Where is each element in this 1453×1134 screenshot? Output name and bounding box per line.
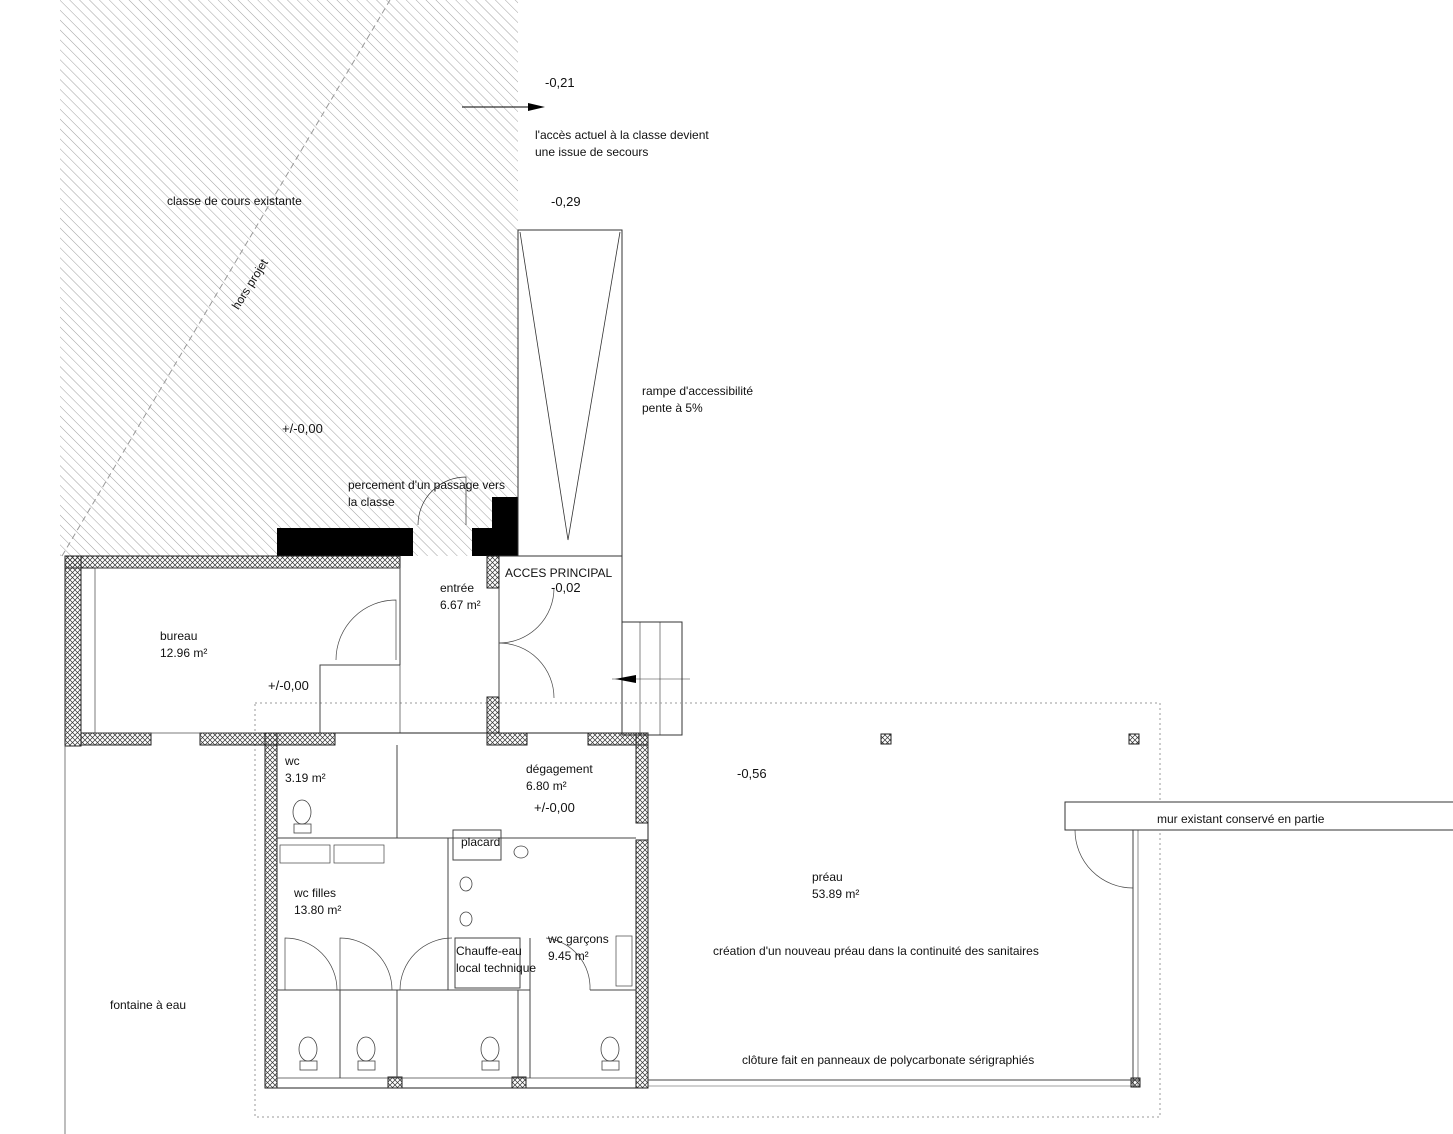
wall-block xyxy=(492,497,520,556)
preau-creation-note: création d'un nouveau préau dans la cont… xyxy=(713,944,1039,958)
room-area-bureau: 12.96 m² xyxy=(160,646,208,660)
room-name-placard: placard xyxy=(461,835,501,849)
level-label: -0,21 xyxy=(545,75,575,90)
preau-outline xyxy=(254,702,1161,1118)
level-label: +/-0,00 xyxy=(534,800,575,815)
room-name-bureau: bureau xyxy=(160,629,198,643)
level-label: -0,02 xyxy=(551,580,581,595)
level-label: -0,56 xyxy=(737,766,767,781)
ramp xyxy=(517,229,623,557)
room-name-degagement: dégagement xyxy=(526,762,593,776)
toilets xyxy=(292,799,620,1071)
acces-principal-label: ACCES PRINCIPAL xyxy=(505,566,613,580)
level-label: +/-0,00 xyxy=(282,421,323,436)
existing-classroom xyxy=(60,0,518,556)
existing-wall-note: mur existant conservé en partie xyxy=(1157,812,1325,826)
existing-wall xyxy=(1064,801,1453,831)
level-label: -0,29 xyxy=(551,194,581,209)
room-name-entree: entrée xyxy=(440,581,475,595)
wall-block xyxy=(277,528,413,556)
classroom-label: classe de cours existante xyxy=(167,194,302,208)
room-area-preau: 53.89 m² xyxy=(812,887,860,901)
fontaine-label: fontaine à eau xyxy=(110,998,187,1012)
room-sub-chauffe-eau: local technique xyxy=(456,961,537,975)
ramp-note-line2: pente à 5% xyxy=(642,401,703,415)
room-area-entree: 6.67 m² xyxy=(440,598,481,612)
hors-projet-line xyxy=(61,0,391,557)
room-name-wc: wc xyxy=(285,754,300,768)
cloture-note: clôture fait en panneaux de polycarbonat… xyxy=(742,1053,1035,1067)
room-name-wc-garcons: wc garçons xyxy=(548,932,609,946)
room-name-chauffe-eau: Chauffe-eau xyxy=(456,944,522,958)
column xyxy=(880,733,892,745)
level-label: +/-0,00 xyxy=(268,678,309,693)
room-name-preau: préau xyxy=(812,870,843,884)
percement-note-line1: percement d'un passage vers xyxy=(348,478,506,492)
room-name-wc-filles: wc filles xyxy=(294,886,337,900)
room-area-wc-filles: 13.80 m² xyxy=(294,903,342,917)
percement-note-line2: la classe xyxy=(348,495,395,509)
note-issue-line2: une issue de secours xyxy=(535,145,649,159)
room-area-wc: 3.19 m² xyxy=(285,771,326,785)
room-area-degagement: 6.80 m² xyxy=(526,779,567,793)
note-issue-line1: l'accès actuel à la classe devient xyxy=(535,128,709,142)
ramp-note-line1: rampe d'accessibilité xyxy=(642,384,754,398)
room-area-wc-garcons: 9.45 m² xyxy=(548,949,589,963)
column xyxy=(1128,733,1140,745)
